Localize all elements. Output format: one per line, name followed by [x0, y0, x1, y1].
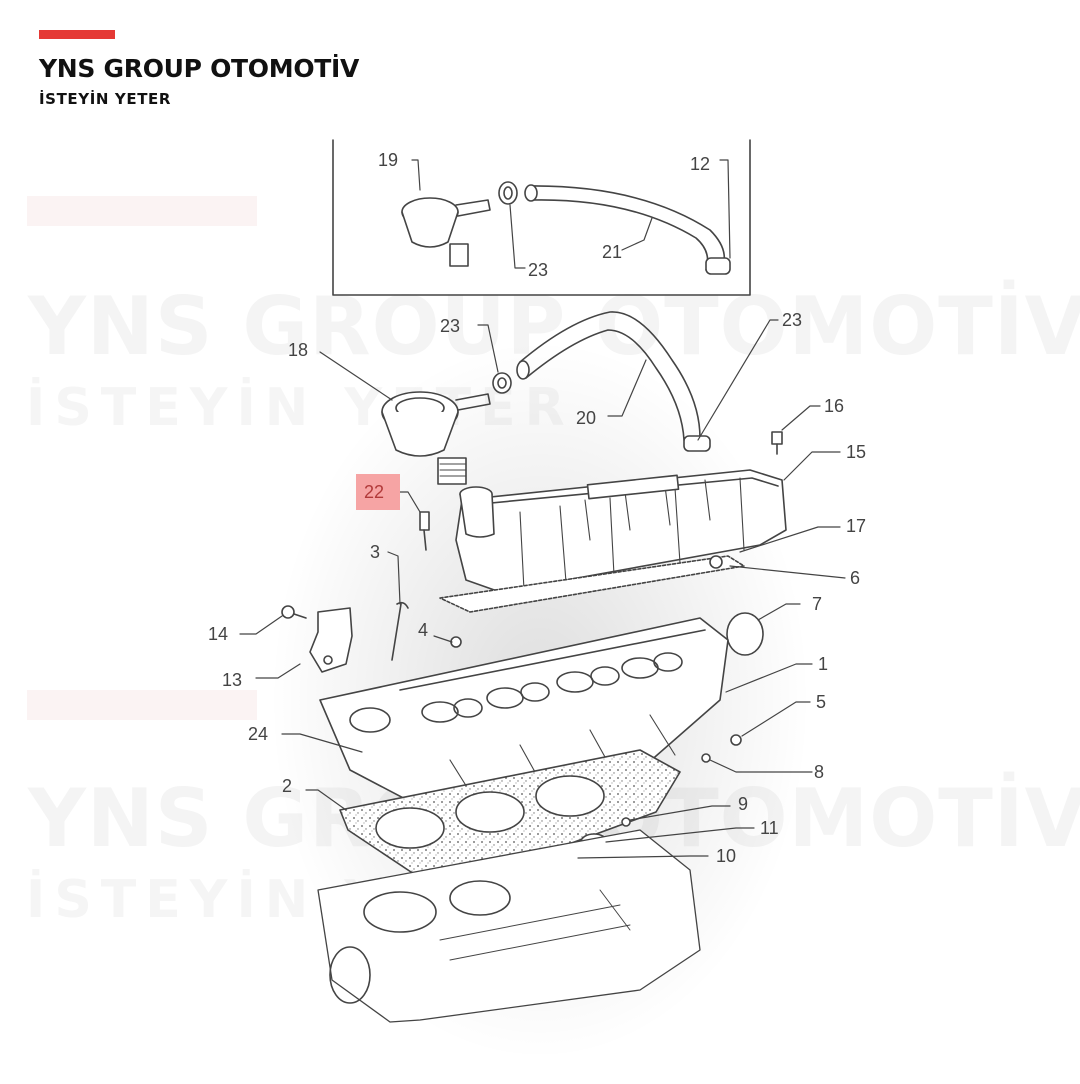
callout-7: 7 [812, 594, 822, 614]
callout-1: 1 [818, 654, 828, 674]
callout-3: 3 [370, 542, 380, 562]
part-20-hose [516, 311, 701, 441]
callout-24: 24 [248, 724, 268, 744]
part-8-dowel [701, 753, 711, 763]
callout-8: 8 [814, 762, 824, 782]
callout-16: 16 [824, 396, 844, 416]
part-23-clamp-right [683, 435, 711, 452]
callout-13: 13 [222, 670, 242, 690]
brand-accent-bar [39, 30, 115, 39]
callout-9: 9 [738, 794, 748, 814]
callout-23-inset: 23 [528, 260, 548, 280]
part-22-highlight [356, 474, 400, 510]
part-17-gasket [439, 555, 745, 613]
part-12-clamp [705, 257, 731, 275]
callout-17: 17 [846, 516, 866, 536]
leader-lines [239, 159, 846, 859]
brand-title: YNS GROUP OTOMOTİV [39, 54, 360, 83]
part-9-dowel [621, 817, 631, 827]
callout-23-right: 23 [782, 310, 802, 330]
brand-subtitle: İSTEYİN YETER [39, 90, 172, 108]
part-15-rocker-cover [455, 469, 787, 593]
inset-frame [332, 139, 751, 296]
callout-18: 18 [288, 340, 308, 360]
part-16-bolt [771, 431, 783, 455]
callout-11: 11 [760, 818, 779, 838]
part-23-clamp-inset [498, 181, 518, 205]
callout-14: 14 [208, 624, 228, 644]
part-6-nut [709, 555, 723, 569]
callout-labels: 19 12 21 23 23 23 18 20 16 15 22 17 3 6 … [208, 150, 866, 866]
part-5-bolt [730, 734, 742, 746]
callout-2: 2 [282, 776, 292, 796]
callout-22: 22 [364, 482, 384, 502]
part-23-clamp-left [492, 372, 512, 394]
watermark-bar-top [27, 196, 257, 226]
callout-19: 19 [378, 150, 398, 170]
engine-block [317, 829, 701, 1023]
callout-5: 5 [816, 692, 826, 712]
part-18-breather [381, 391, 491, 485]
callout-6: 6 [850, 568, 860, 588]
callout-15: 15 [846, 442, 866, 462]
part-7-plug [726, 612, 764, 656]
callout-21: 21 [602, 242, 622, 262]
watermark-bar-bottom [27, 690, 257, 720]
part-3-stud [391, 601, 409, 661]
part-22-sensor [419, 511, 430, 551]
callout-4: 4 [418, 620, 428, 640]
callout-20: 20 [576, 408, 596, 428]
part-13-bracket [309, 607, 353, 673]
callout-23-left: 23 [440, 316, 460, 336]
callout-10: 10 [716, 846, 736, 866]
callout-12: 12 [690, 154, 710, 174]
part-21-hose [524, 184, 726, 271]
part-14-bolt [281, 605, 307, 619]
part-19-breather [401, 197, 491, 267]
